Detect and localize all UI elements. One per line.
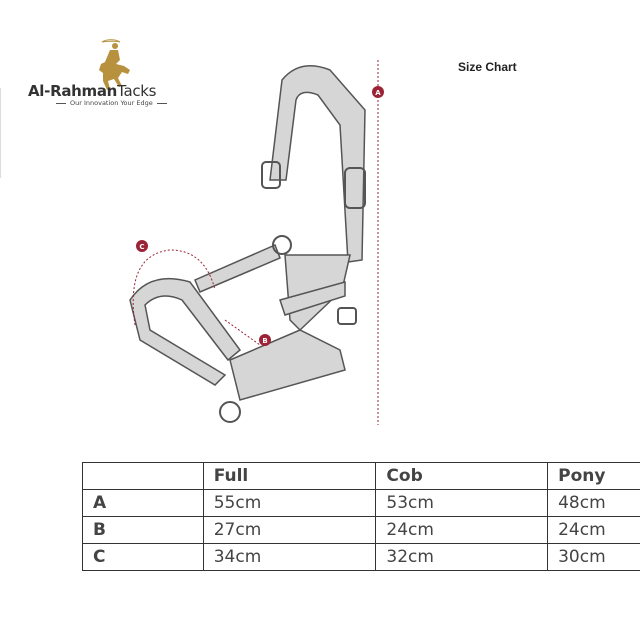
header-cell: Pony <box>547 462 640 490</box>
table-cell: 27cm <box>202 516 377 544</box>
header-cell: Full <box>202 462 377 490</box>
table-header-row: Full Cob Pony <box>82 462 640 490</box>
brand-name-bold: Al-Rahman <box>28 82 118 100</box>
table-cell: 53cm <box>375 489 549 517</box>
marker-b <box>259 334 271 346</box>
header-cell: Cob <box>375 462 549 490</box>
size-table: Full Cob Pony A 55cm 53cm 48cm B 27cm 24… <box>82 462 640 571</box>
page-title: Size Chart <box>458 60 517 74</box>
table-cell: 24cm <box>375 516 549 544</box>
table-cell: 32cm <box>375 543 549 571</box>
table-cell: 24cm <box>547 516 640 544</box>
table-cell: 55cm <box>202 489 377 517</box>
divider <box>0 88 1 178</box>
brand-logo <box>99 39 130 90</box>
table-row: C 34cm 32cm 30cm <box>82 543 640 571</box>
table-cell: 30cm <box>547 543 640 571</box>
brand-tagline: Our Innovation Your Edge <box>52 99 171 107</box>
table-row: B 27cm 24cm 24cm <box>82 516 640 544</box>
table-row: A 55cm 53cm 48cm <box>82 489 640 517</box>
brand-name-rest: Tacks <box>117 82 157 100</box>
label-c: C <box>139 243 144 251</box>
label-a: A <box>375 89 381 97</box>
table-cell: 48cm <box>547 489 640 517</box>
halter-diagram: A C B <box>129 60 384 425</box>
marker-c <box>136 240 148 252</box>
row-label: A <box>82 489 204 517</box>
table-cell: 34cm <box>202 543 377 571</box>
header-cell <box>82 462 204 490</box>
brand-name: Al-RahmanTacks <box>28 82 156 100</box>
marker-a <box>372 86 384 98</box>
row-label: C <box>82 543 204 571</box>
row-label: B <box>82 516 204 544</box>
label-b: B <box>262 337 267 345</box>
